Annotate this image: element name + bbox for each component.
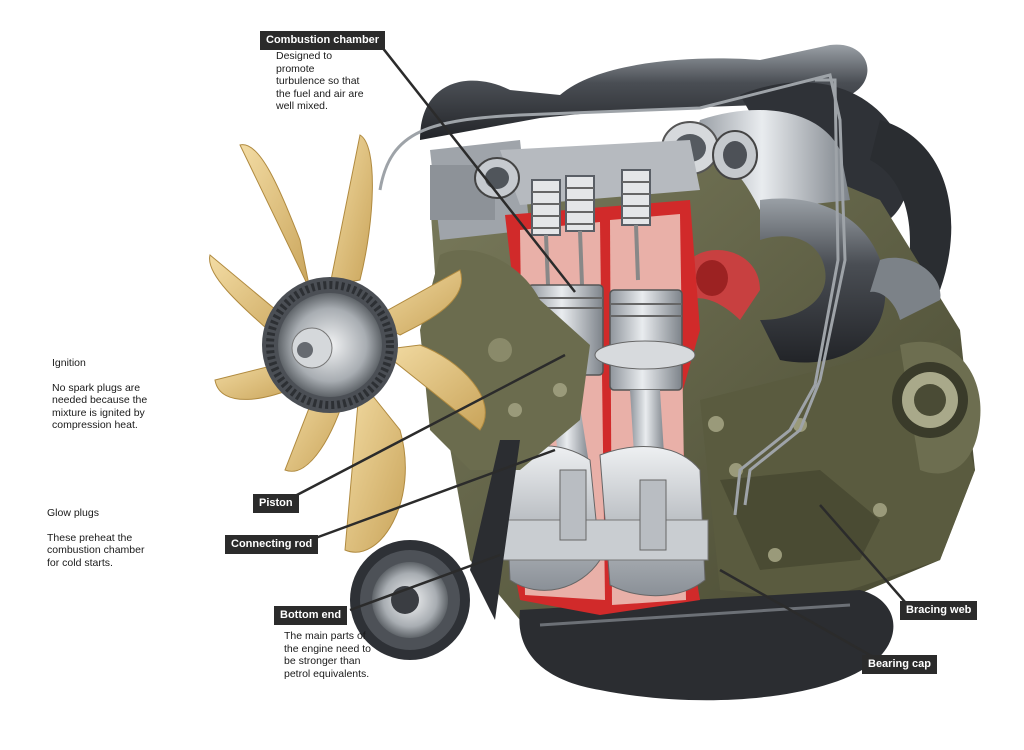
- oil-sump: [519, 590, 894, 701]
- fuel-lines: [378, 73, 847, 516]
- valve-springs: [531, 169, 651, 286]
- ignition-caption: Ignition No spark plugs are needed becau…: [52, 344, 147, 432]
- crankshaft: [497, 375, 709, 597]
- glow-plugs-text: These preheat the combustion chamber for…: [47, 531, 145, 569]
- leader-lines: [294, 41, 906, 660]
- connecting-rod-label: Connecting rod: [225, 535, 319, 554]
- combustion-chamber-label: Combustion chamber: [260, 31, 386, 50]
- bottom-end-text: The main parts of the engine need to be …: [284, 630, 371, 680]
- piston-label: Piston: [253, 494, 299, 513]
- bottom-end-label: Bottom end: [274, 606, 348, 625]
- bracing-web-label: Bracing web: [900, 601, 978, 620]
- ignition-text: No spark plugs are needed because the mi…: [52, 381, 148, 432]
- ignition-title: Ignition: [52, 356, 86, 369]
- glow-plugs-caption: Glow plugs These preheat the combustion …: [47, 494, 144, 569]
- glow-plugs-title: Glow plugs: [47, 506, 99, 519]
- bearing-cap-label: Bearing cap: [862, 655, 937, 674]
- fan-pulley: [262, 277, 398, 413]
- fan: [209, 134, 486, 553]
- intake-manifold: [661, 110, 941, 363]
- rear-plate: [892, 341, 981, 474]
- combustion-chamber-text: Designed to promote turbulence so that t…: [276, 50, 364, 112]
